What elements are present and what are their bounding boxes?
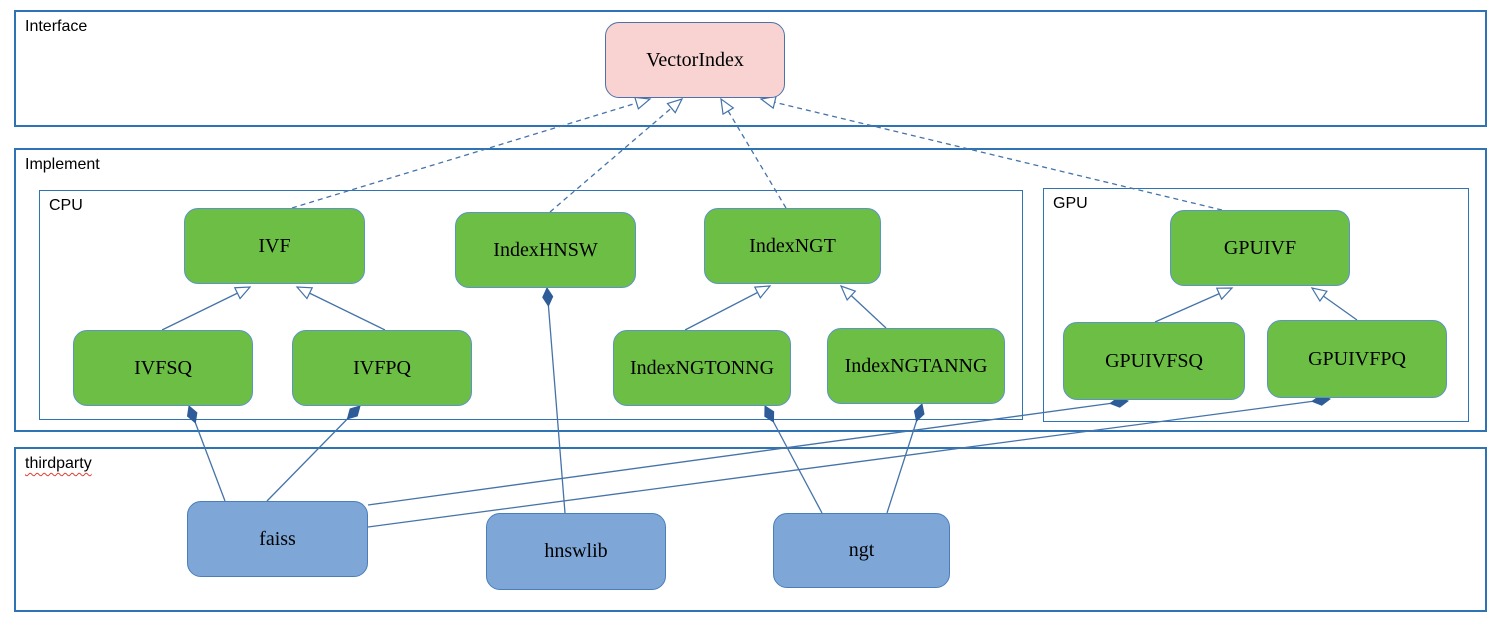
node-hnswlib-label: hnswlib — [544, 540, 608, 562]
node-faiss[interactable]: faiss — [187, 501, 368, 577]
interface-group-frame[interactable]: Interface — [14, 10, 1487, 127]
edge-indexngt-vectorindex — [720, 97, 787, 209]
node-indexhnsw[interactable]: IndexHNSW — [455, 212, 636, 288]
edge-indexngtanng-ngt — [886, 404, 922, 514]
node-indexngtanng-label: IndexNGTANNG — [844, 354, 988, 377]
edge-gpuivf-vectorindex — [759, 95, 1223, 211]
edge-indexngtonng-indexngt — [684, 285, 772, 331]
node-indexngtanng[interactable]: IndexNGTANNG — [827, 328, 1005, 404]
edge-ivfsq-ivf — [161, 286, 252, 331]
cpu-group-label: CPU — [49, 197, 83, 214]
node-indexhnsw-label: IndexHNSW — [493, 238, 598, 261]
node-ngt[interactable]: ngt — [773, 513, 950, 588]
node-gpuivfsq-label: GPUIVFSQ — [1105, 349, 1203, 372]
edge-ivfpq-faiss — [266, 406, 360, 502]
node-indexngt-label: IndexNGT — [749, 234, 836, 257]
implement-group-frame[interactable]: Implement — [14, 148, 1487, 432]
edge-gpuivfpq-gpuivf — [1310, 287, 1358, 321]
node-ivfsq[interactable]: IVFSQ — [73, 330, 253, 406]
edge-indexngtanng-indexngt — [839, 284, 887, 329]
node-hnswlib[interactable]: hnswlib — [486, 513, 666, 590]
node-indexngtonng-label: IndexNGTONNG — [629, 356, 775, 379]
node-gpuivfpq[interactable]: GPUIVFPQ — [1267, 320, 1447, 398]
node-ivfpq-label: IVFPQ — [353, 356, 411, 379]
implement-group-label: Implement — [25, 156, 100, 173]
edge-ivfpq-ivf — [295, 286, 386, 331]
node-vectorindex-label: VectorIndex — [646, 48, 744, 71]
edge-ivf-vectorindex — [291, 96, 652, 209]
node-ivfsq-label: IVFSQ — [134, 356, 192, 379]
thirdparty-group-label: thirdparty — [25, 455, 92, 472]
gpu-group-frame[interactable]: GPU — [1043, 188, 1469, 422]
node-vectorindex[interactable]: VectorIndex — [605, 22, 785, 98]
edge-gpuivfsq-faiss — [367, 401, 1128, 506]
edge-gpuivfsq-gpuivf — [1154, 287, 1234, 323]
edge-indexngtonng-ngt — [765, 406, 823, 514]
cpu-group-frame[interactable]: CPU — [39, 190, 1023, 420]
edge-ivfsq-faiss — [189, 406, 226, 502]
node-ngt-label: ngt — [848, 539, 875, 561]
gpu-group-label: GPU — [1053, 195, 1088, 212]
node-ivf-label: IVF — [258, 234, 291, 257]
node-indexngtonng[interactable]: IndexNGTONNG — [613, 330, 791, 406]
node-gpuivfsq[interactable]: GPUIVFSQ — [1063, 322, 1245, 400]
node-gpuivfpq-label: GPUIVFPQ — [1308, 347, 1406, 370]
edge-indexhnsw-hnswlib — [547, 288, 566, 514]
node-indexngt[interactable]: IndexNGT — [704, 208, 881, 284]
node-gpuivf[interactable]: GPUIVF — [1170, 210, 1350, 286]
node-faiss-label: faiss — [259, 527, 296, 550]
node-gpuivf-label: GPUIVF — [1223, 236, 1297, 259]
node-ivfpq[interactable]: IVFPQ — [292, 330, 472, 406]
node-ivf[interactable]: IVF — [184, 208, 365, 284]
edge-indexhnsw-vectorindex — [549, 98, 684, 213]
thirdparty-group-frame[interactable]: thirdparty — [14, 447, 1487, 612]
interface-group-label: Interface — [25, 18, 88, 35]
edge-gpuivfpq-faiss — [367, 399, 1330, 528]
